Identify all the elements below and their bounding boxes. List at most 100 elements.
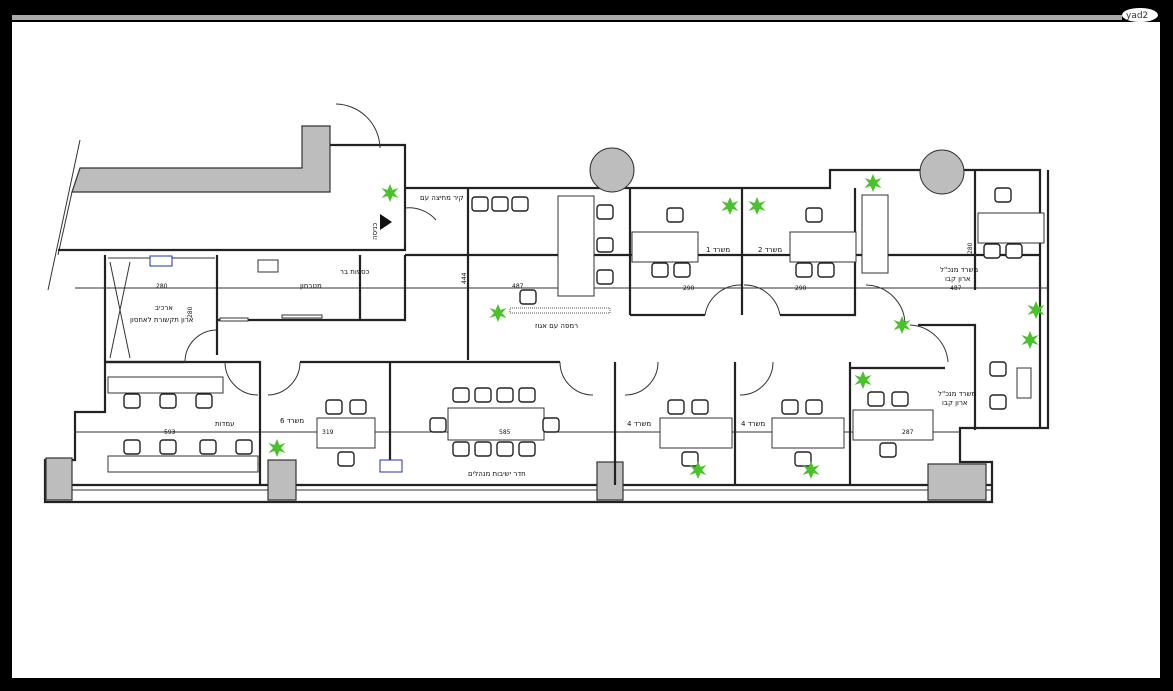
chair — [519, 289, 537, 305]
desk — [771, 417, 845, 449]
yad2-logo: yad2 — [1122, 8, 1158, 22]
room-label: ארון קבו — [942, 399, 968, 407]
chair — [325, 399, 343, 415]
chair — [199, 439, 217, 455]
dimension-label: 487 — [950, 285, 962, 292]
chair — [781, 399, 799, 415]
column — [45, 457, 73, 501]
chair — [452, 387, 470, 403]
sofa — [861, 194, 889, 274]
chair — [805, 207, 823, 223]
chair — [349, 399, 367, 415]
chair — [994, 187, 1012, 203]
chair — [867, 391, 885, 407]
comm-cabinet-label: ארון תקשורת לאחסון — [130, 316, 194, 324]
desk — [659, 417, 733, 449]
dimension-label: 280 — [156, 283, 168, 290]
desk — [852, 409, 934, 441]
room-label: משרד 4 — [741, 420, 765, 428]
chair — [673, 262, 691, 278]
chair — [518, 387, 536, 403]
chair — [989, 394, 1007, 410]
room-label: משרד 4 — [627, 420, 651, 428]
labels: כניסה קיר מחיצה עם מטבחון כספות בר ארכיב… — [130, 194, 978, 478]
chair — [879, 442, 897, 458]
chair — [496, 387, 514, 403]
chair — [429, 417, 447, 433]
chair — [235, 439, 253, 455]
chair — [337, 451, 355, 467]
chair — [667, 399, 685, 415]
workstation-row — [107, 376, 224, 394]
room-label: משרד 2 — [758, 246, 782, 254]
chair — [795, 262, 813, 278]
workstation-row — [107, 455, 259, 473]
chair — [518, 441, 536, 457]
desk — [316, 417, 376, 449]
dimension-label: 444 — [461, 272, 468, 284]
coffee-table — [1016, 367, 1032, 399]
archive-label: ארכיב — [155, 304, 173, 312]
column — [919, 149, 965, 195]
stove-icon — [149, 255, 173, 267]
chair — [159, 439, 177, 455]
room-label: חדר ישיבות מנהלים — [468, 470, 526, 478]
chairs — [123, 187, 1023, 467]
chair — [989, 361, 1007, 377]
meeting-table — [447, 407, 545, 441]
chair — [681, 451, 699, 467]
dimension-label: 280 — [967, 242, 974, 254]
chair — [983, 243, 1001, 259]
chair — [596, 237, 614, 253]
room-label: עמדות — [215, 420, 234, 428]
chair — [471, 196, 489, 212]
chair — [542, 417, 560, 433]
dimension-label: 585 — [499, 429, 511, 436]
stove-icon — [379, 459, 403, 473]
logo-text: yad2 — [1126, 11, 1148, 21]
dimension-label: 319 — [322, 429, 334, 436]
desk — [631, 231, 699, 263]
dimension-label: 290 — [795, 285, 807, 292]
ramp-label: רמפה עם אגוז — [535, 322, 578, 330]
column — [596, 461, 624, 501]
dimension-label: 487 — [512, 283, 524, 290]
column — [927, 463, 987, 501]
desk — [977, 212, 1045, 244]
room-label: משרד מנכ"ל — [938, 390, 976, 398]
doors — [184, 103, 949, 396]
column — [267, 459, 297, 501]
dimension-label: 287 — [902, 429, 914, 436]
partition-note: קיר מחיצה עם — [420, 194, 464, 202]
chair — [891, 391, 909, 407]
chair — [817, 262, 835, 278]
reception-desk — [557, 195, 595, 297]
chair — [195, 393, 213, 409]
entrance-label: כניסה — [371, 223, 379, 240]
column — [589, 147, 635, 193]
room-label: משרד מנכ"ל — [940, 266, 978, 274]
dimension-label: 593 — [164, 429, 176, 436]
ramp — [509, 307, 611, 314]
entrance-arrow-icon — [380, 214, 392, 230]
chair — [1005, 243, 1023, 259]
chair — [651, 262, 669, 278]
dimension-label: 280 — [187, 306, 194, 318]
chair — [666, 207, 684, 223]
chair — [596, 204, 614, 220]
chair — [794, 451, 812, 467]
chair — [511, 196, 529, 212]
dimension-label: 290 — [683, 285, 695, 292]
external-corridor — [47, 125, 331, 291]
chair — [596, 269, 614, 285]
chair — [123, 439, 141, 455]
room-label: משרד 1 — [706, 246, 730, 254]
chair — [452, 441, 470, 457]
room-label: משרד 6 — [280, 417, 304, 425]
chair — [691, 399, 709, 415]
chair — [496, 441, 514, 457]
chair — [159, 393, 177, 409]
kitchenette-label: מטבחון — [300, 282, 322, 290]
chair — [474, 387, 492, 403]
